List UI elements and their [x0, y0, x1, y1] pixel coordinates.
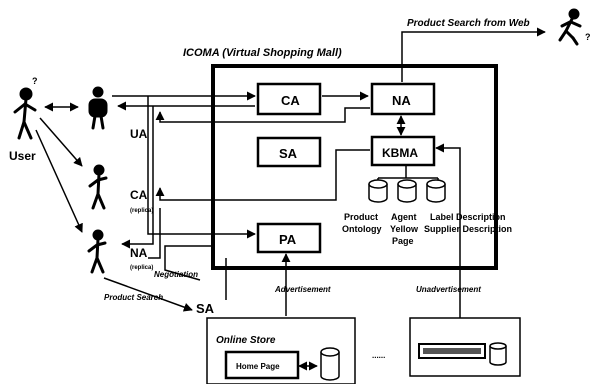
kbma-ca-line — [160, 150, 370, 200]
ca-replica-icon — [90, 166, 106, 208]
ca-agent-label: CA — [281, 93, 300, 108]
store-dots: ...... — [372, 351, 385, 360]
db-label-agent: Agent — [391, 212, 417, 222]
kbma-na-line — [148, 208, 160, 258]
product-ontology-db-icon — [369, 180, 387, 202]
product-search-label: Product Search — [104, 293, 163, 302]
label-description-db-icon — [427, 180, 445, 202]
ca-replica-note: (replica) — [130, 208, 153, 214]
unadvertisement-label: Unadvertisement — [416, 285, 481, 294]
db-label-ontology: Ontology — [342, 224, 382, 234]
na-agent-label: NA — [392, 93, 411, 108]
advertisement-label: Advertisement — [274, 285, 331, 294]
negotiation-label: Negotiation — [154, 270, 198, 279]
running-person-icon — [560, 10, 580, 44]
user-person-icon — [15, 89, 35, 138]
icoma-title: ICOMA (Virtual Shopping Mall) — [183, 47, 342, 59]
agent-yellow-page-db-icon — [398, 180, 416, 202]
sa-outside-label: SA — [196, 301, 215, 316]
db-label-yellow: Yellow — [390, 224, 419, 234]
user-label: User — [9, 149, 36, 163]
svg-text:?: ? — [585, 32, 591, 42]
home-page-label: Home Page — [236, 362, 280, 371]
db-label-page: Page — [392, 236, 414, 246]
svg-text:?: ? — [32, 76, 38, 86]
web-search-arrow — [402, 32, 545, 82]
pa-agent-label: PA — [279, 232, 297, 247]
na-replica-note: (replica) — [130, 265, 153, 271]
second-store-db-icon — [490, 343, 506, 365]
db-label-label-description: Label Description — [430, 212, 506, 222]
user-na-arrow — [36, 130, 82, 232]
ua-bundle-1 — [148, 96, 255, 234]
sa-agent-label: SA — [279, 146, 298, 161]
ua-label: UA — [130, 127, 148, 141]
web-search-label: Product Search from Web — [407, 18, 530, 29]
na-replica-label: NA — [130, 246, 148, 260]
na-replica-icon — [89, 231, 105, 272]
user-ca-arrow — [40, 118, 82, 166]
kbma-agent-label: KBMA — [382, 146, 418, 160]
db-label-product: Product — [344, 212, 378, 222]
db-label-supplier-description: Supplier Description — [424, 224, 512, 234]
ca-replica-label: CA — [130, 188, 148, 202]
online-store-label: Online Store — [216, 335, 276, 346]
ua-agent-icon — [90, 88, 106, 128]
store-db-icon — [321, 348, 339, 380]
